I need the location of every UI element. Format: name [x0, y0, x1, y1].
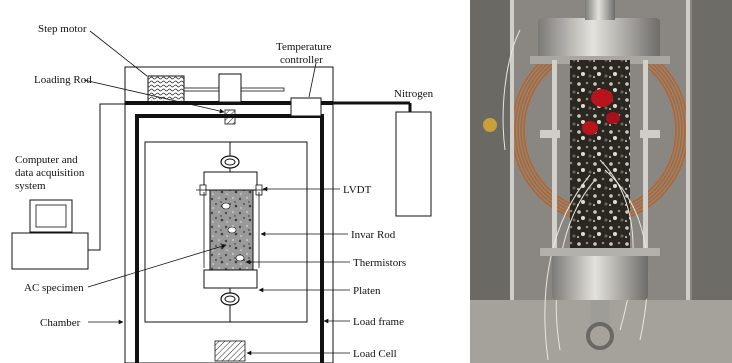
upper-platen	[203, 171, 258, 191]
label-temperature-controller-2: controller	[280, 54, 323, 66]
label-computer-1: Computer and	[15, 154, 78, 166]
top-cap	[538, 18, 660, 60]
motor-gear-block	[218, 73, 242, 103]
nitrogen-tank	[395, 111, 432, 217]
computer-screen	[35, 204, 67, 228]
label-load-frame: Load frame	[353, 316, 404, 328]
sample-tag-1	[591, 89, 613, 107]
guide-rod-left	[552, 60, 557, 270]
lower-shackle	[590, 300, 610, 326]
label-computer-2: data acquisition	[15, 167, 85, 179]
label-thermistors: Thermistors	[353, 257, 406, 269]
step-motor-block	[147, 75, 185, 103]
sample-tag-3	[606, 112, 620, 124]
computer-cable	[88, 103, 125, 251]
label-ac-specimen: AC specimen	[24, 282, 84, 294]
computer-base	[11, 232, 89, 270]
label-step-motor: Step motor	[38, 23, 87, 35]
loading-rod	[224, 109, 236, 125]
photo-specimen	[570, 60, 630, 250]
lower-load-block	[552, 252, 648, 300]
thermistor-3	[235, 254, 245, 262]
inner-chamber	[144, 141, 308, 323]
label-lvdt: LVDT	[343, 184, 372, 196]
temperature-controller-box	[290, 97, 322, 117]
apparatus-photo	[470, 0, 732, 363]
thermistor-1	[221, 202, 231, 210]
chamber-box	[124, 66, 334, 363]
label-load-cell: Load Cell	[353, 348, 397, 360]
label-nitrogen: Nitrogen	[394, 88, 434, 100]
sample-tag-2	[582, 121, 598, 135]
label-platen: Platen	[353, 285, 381, 297]
schematic-diagram: Step motor Temperature controller Loadin…	[11, 23, 434, 363]
label-computer-3: system	[15, 180, 46, 192]
guide-rod-right	[643, 60, 648, 270]
load-cell	[214, 340, 246, 362]
gold-fitting	[483, 118, 497, 132]
thermistor-2	[227, 226, 237, 234]
label-loading-rod: Loading Rod	[34, 74, 92, 86]
label-invar-rod: Invar Rod	[351, 229, 396, 241]
label-chamber: Chamber	[40, 317, 81, 329]
lower-platen	[203, 269, 258, 289]
label-temperature-controller-1: Temperature	[276, 41, 332, 53]
